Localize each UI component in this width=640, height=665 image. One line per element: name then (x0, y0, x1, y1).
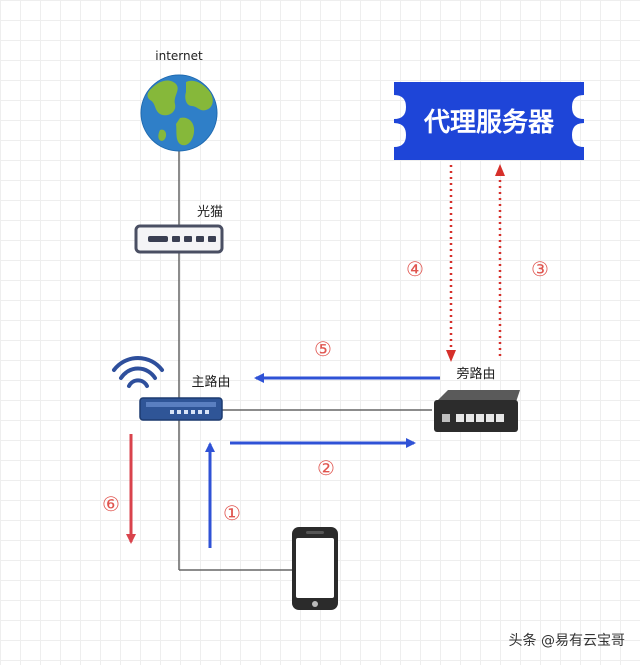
side-router-label: 旁路由 (456, 366, 495, 382)
step-5-number: ⑤ (314, 337, 332, 361)
step-6-number: ⑥ (102, 492, 120, 516)
phone-icon (292, 527, 338, 610)
step-3-number: ③ (531, 257, 549, 281)
connection-lines (178, 150, 432, 571)
globe-icon (140, 74, 218, 152)
main-router-label: 主路由 (191, 374, 230, 390)
step-2-number: ② (317, 456, 335, 480)
proxy-server-box (394, 82, 584, 160)
main-router-icon (139, 397, 223, 421)
step-1-number: ① (223, 501, 241, 525)
modem-icon (134, 224, 224, 254)
wifi-icon (112, 356, 164, 388)
internet-label: internet (155, 49, 203, 63)
watermark-text: 头条 @易有云宝哥 (509, 632, 625, 649)
modem-label: 光猫 (197, 205, 223, 220)
side-router-icon (434, 390, 520, 432)
proxy-server-label: 代理服务器 (423, 108, 555, 138)
step-4-number: ④ (406, 257, 424, 281)
